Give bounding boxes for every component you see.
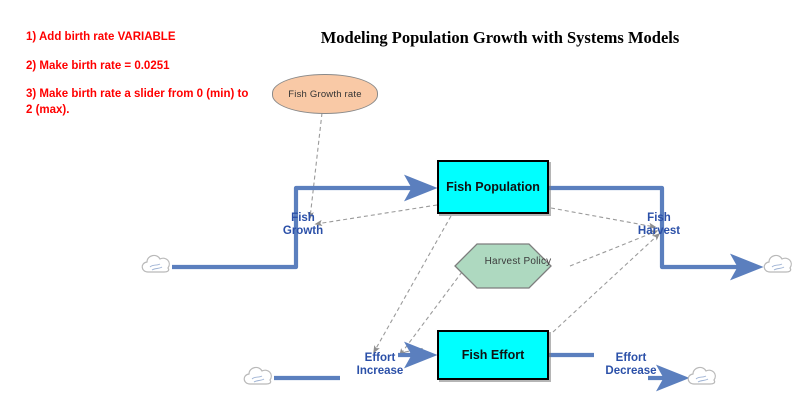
page-title: Modeling Population Growth with Systems … bbox=[320, 28, 680, 47]
pipe-fish-growth bbox=[172, 174, 438, 270]
policy-harvest-policy-label: Harvest Policy bbox=[484, 256, 552, 267]
instruction-line-3: 3) Make birth rate a slider from 0 (min)… bbox=[26, 88, 249, 116]
connector-population-to-fishharvest bbox=[550, 207, 657, 230]
stock-fish-effort[interactable]: Fish Effort bbox=[437, 330, 549, 380]
cloud-effort-source-icon bbox=[243, 366, 272, 385]
instructions-block: 1) Add birth rate VARIABLE 2) Make birth… bbox=[26, 30, 251, 131]
cloud-effort-sink-icon bbox=[687, 366, 716, 385]
flow-label-effort-increase: Effort Increase bbox=[356, 352, 404, 378]
connector-group bbox=[307, 112, 661, 357]
pipe-fish-harvest bbox=[549, 185, 764, 281]
stock-fish-population[interactable]: Fish Population bbox=[437, 160, 549, 214]
cloud-harvest-sink-icon bbox=[763, 254, 792, 273]
instruction-line-2: 2) Make birth rate = 0.0251 bbox=[26, 59, 170, 72]
cloud-growth-source-icon bbox=[141, 254, 170, 273]
connector-policy-to-effortincrease bbox=[399, 271, 463, 357]
variable-fish-growth-rate-label: Fish Growth rate bbox=[288, 88, 362, 100]
flow-pipe-group bbox=[172, 174, 764, 392]
connector-growthrate-to-fishgrowth bbox=[307, 112, 323, 220]
connector-population-to-fishgrowth bbox=[314, 204, 438, 227]
flow-label-effort-decrease: Effort Decrease bbox=[605, 352, 657, 378]
policy-harvest-policy-shape[interactable] bbox=[454, 243, 552, 289]
connector-population-to-effortincrease bbox=[373, 215, 452, 354]
cloud-group bbox=[141, 254, 792, 385]
stock-fish-population-label: Fish Population bbox=[446, 180, 540, 194]
flow-label-fish-harvest: Fish Harvest bbox=[637, 212, 681, 238]
connector-policy-to-fishharvest bbox=[569, 230, 659, 267]
connector-effort-to-fishharvest bbox=[552, 232, 661, 333]
flow-label-fish-growth: Fish Growth bbox=[282, 212, 324, 238]
instruction-line-1: 1) Add birth rate VARIABLE bbox=[26, 31, 176, 43]
variable-fish-growth-rate[interactable]: Fish Growth rate bbox=[272, 74, 378, 114]
stock-fish-effort-label: Fish Effort bbox=[461, 348, 525, 362]
